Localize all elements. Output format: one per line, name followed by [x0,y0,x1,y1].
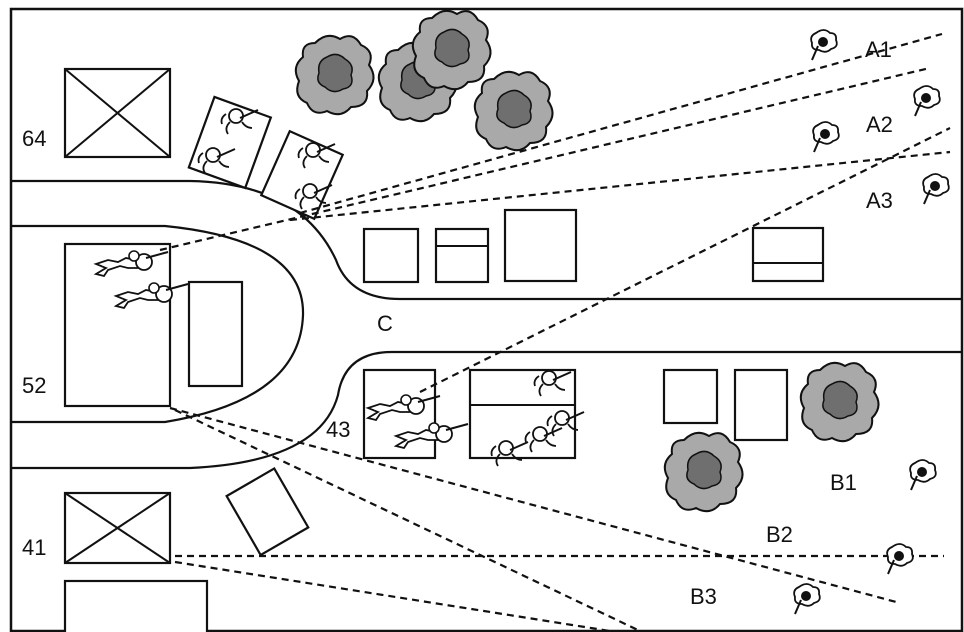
building-41 [63,491,172,565]
label-building-52: 52 [22,373,46,398]
building-inner-loop [187,280,244,388]
building-64 [63,67,172,159]
tree-icon [294,34,375,116]
enemy-soldier-icon [793,583,821,615]
building-tilted-1 [187,95,273,190]
building-n2 [434,227,490,284]
building-tilted-3 [225,467,310,557]
label-junction-c: C [377,311,393,336]
building-s3 [662,368,719,425]
fire-lines [159,32,951,632]
label-a1: A1 [865,37,892,62]
enemy-soldier-icon [812,121,840,153]
label-building-64: 64 [22,126,46,151]
enemy-soldier-icon [909,459,937,491]
label-b3: B3 [690,584,717,609]
tree-icon [473,70,554,152]
road-network [11,179,962,470]
building-s4 [733,368,789,442]
enemy-soldier-icon [810,29,838,61]
tree-icon [799,361,880,443]
enemy-soldier-icon [913,85,941,117]
building-n1 [362,227,420,284]
label-a2: A2 [866,112,893,137]
tree-icon [663,431,744,513]
building-south [63,579,209,632]
label-b1: B1 [830,470,857,495]
enemy-soldier-icon [886,543,914,575]
label-building-41: 41 [22,535,46,560]
building-n3 [503,208,578,283]
label-b2: B2 [766,522,793,547]
map-frame [9,7,964,632]
building-tilted-2 [259,129,345,221]
building-n4 [751,226,825,283]
building-52 [63,242,172,408]
label-building-43: 43 [326,417,350,442]
tree-icon [411,9,492,91]
label-a3: A3 [866,188,893,213]
enemy-soldier-icon [922,173,950,205]
